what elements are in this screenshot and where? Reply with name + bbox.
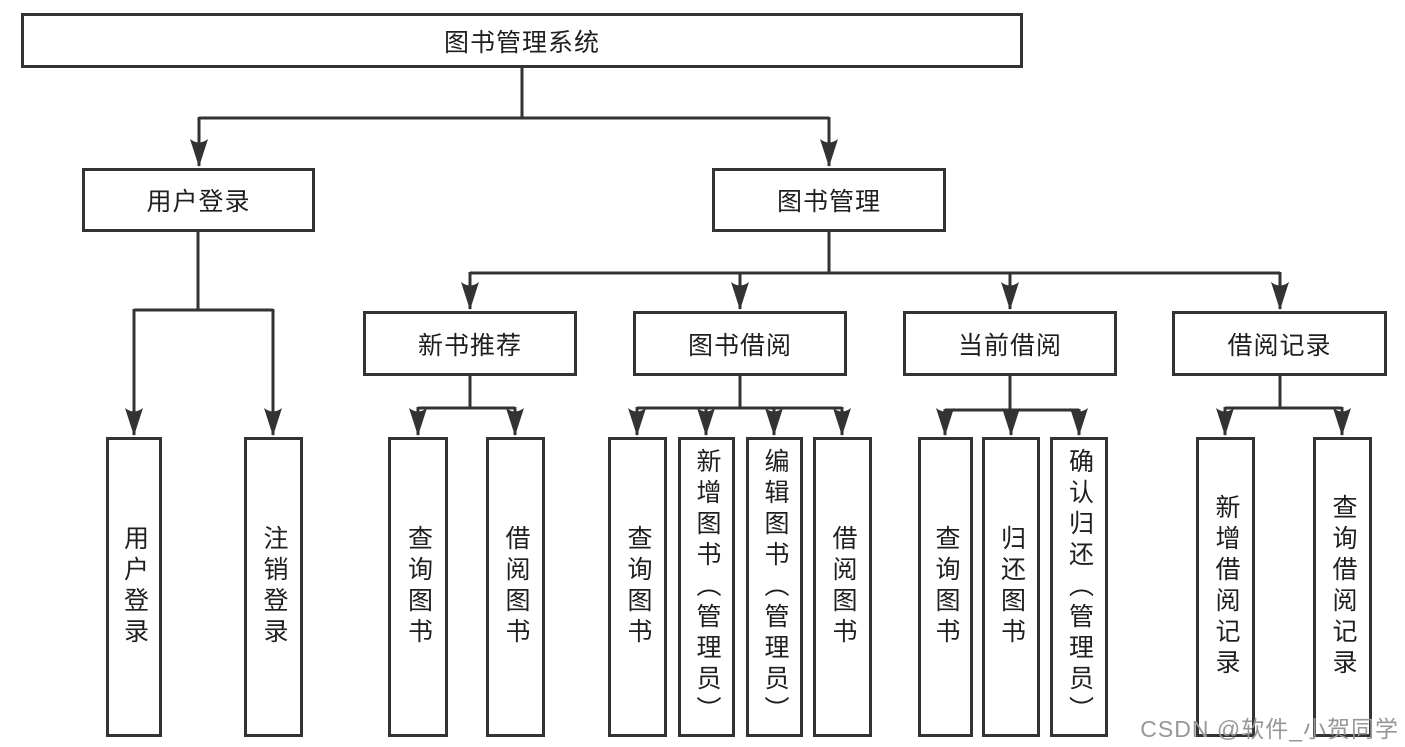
leaf-user-login: 用户登录 — [106, 437, 162, 737]
leaf-cb-confirm-return-admin: 确认归还（管理员） — [1050, 437, 1108, 737]
connector-new-book-rec-to-leaves — [409, 374, 524, 436]
leaf-bb-query-books: 查询图书 — [608, 437, 667, 737]
leaf-bb-edit-books-admin: 编辑图书（管理员） — [746, 437, 803, 737]
node-new-book-recommend: 新书推荐 — [363, 311, 577, 376]
leaf-nbr-query-books: 查询图书 — [388, 437, 448, 737]
node-book-borrow: 图书借阅 — [633, 311, 847, 376]
node-user-login: 用户登录 — [82, 168, 315, 232]
node-root-system: 图书管理系统 — [21, 13, 1023, 68]
leaf-br-query-record: 查询借阅记录 — [1313, 437, 1372, 737]
connector-borrow-records-to-leaves — [1216, 374, 1351, 436]
connector-user-login-to-leaves — [125, 230, 282, 436]
leaf-cb-query-books: 查询图书 — [918, 437, 973, 737]
node-current-borrow: 当前借阅 — [903, 311, 1117, 376]
leaf-cb-return-books: 归还图书 — [982, 437, 1040, 737]
connector-current-borrow-to-leaves — [936, 374, 1088, 436]
leaf-bb-add-books-admin: 新增图书（管理员） — [678, 437, 735, 737]
watermark: CSDN @软件_小贺同学 — [1140, 716, 1399, 742]
node-book-management: 图书管理 — [712, 168, 946, 232]
node-borrow-records: 借阅记录 — [1172, 311, 1387, 376]
connector-book-mgmt-to-level3 — [461, 230, 1289, 310]
leaf-bb-borrow-books: 借阅图书 — [813, 437, 872, 737]
leaf-nbr-borrow-books: 借阅图书 — [486, 437, 545, 737]
connector-root-to-level2 — [190, 66, 838, 167]
connector-book-borrow-to-leaves — [628, 374, 851, 436]
leaf-logout: 注销登录 — [244, 437, 303, 737]
leaf-br-add-record: 新增借阅记录 — [1196, 437, 1255, 737]
